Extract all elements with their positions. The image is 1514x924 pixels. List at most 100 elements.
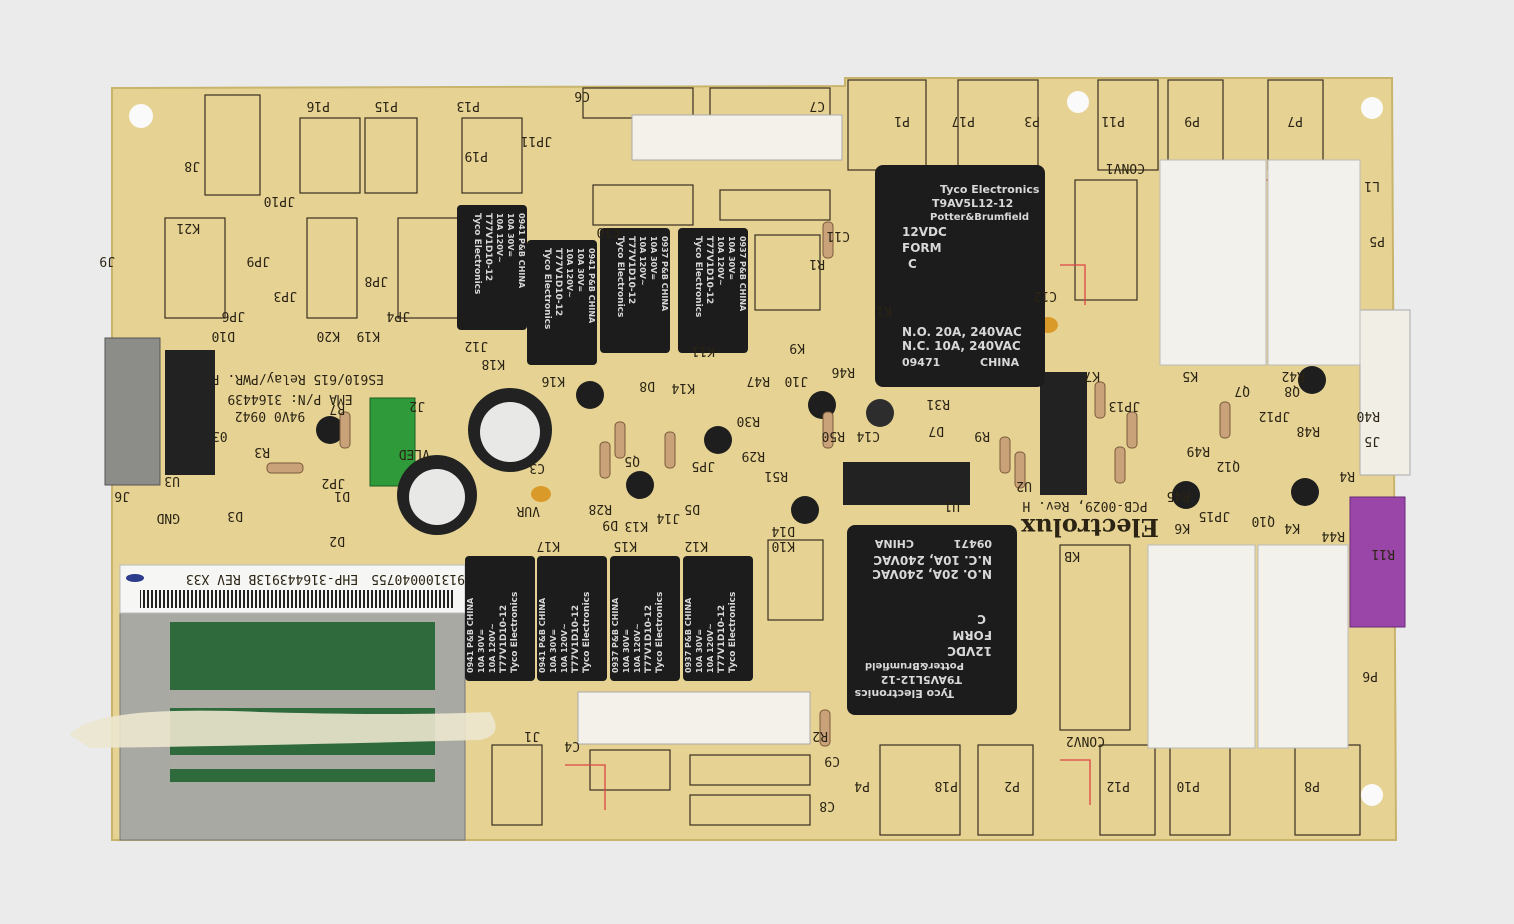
connector-right bbox=[1359, 309, 1411, 476]
small-relay-text: 0937 P&B CHINA bbox=[684, 597, 693, 673]
refdes-label: P19 bbox=[465, 148, 488, 163]
refdes-label: J10 bbox=[785, 373, 808, 388]
mount-hole bbox=[1361, 97, 1383, 119]
small-relay-text: Tyco Electronics bbox=[728, 592, 738, 673]
small-relay-text: 0941 P&B CHINA bbox=[517, 213, 526, 289]
small-relay-text: 10A 30V= bbox=[506, 213, 515, 257]
barcode-label: EHP-316443913B REV X33 3913100040755 bbox=[119, 564, 473, 614]
barcode-bar bbox=[451, 590, 453, 608]
refdes-label: R46 bbox=[832, 364, 855, 379]
small-relay-text: T77V1D10-12 bbox=[571, 605, 581, 673]
resistor bbox=[614, 421, 626, 459]
barcode-bar bbox=[299, 590, 301, 608]
refdes-label: R48 bbox=[1297, 423, 1320, 438]
refdes-label: JP3 bbox=[274, 288, 297, 303]
small-relay-text: Tyco Electronics bbox=[615, 236, 625, 317]
relay-brand: Potter&Brumfield bbox=[930, 212, 1029, 223]
relay-form-type: C bbox=[908, 257, 917, 271]
capacitor bbox=[468, 388, 552, 472]
barcode-bar bbox=[371, 590, 373, 608]
barcode-bar bbox=[211, 590, 213, 608]
refdes-label: U3 bbox=[164, 473, 180, 488]
barcode-bar bbox=[443, 590, 445, 608]
barcode-bar bbox=[307, 590, 309, 608]
refdes-label: JP5 bbox=[692, 458, 715, 473]
mount-hole bbox=[1067, 91, 1089, 113]
refdes-label: P4 bbox=[854, 778, 870, 793]
refdes-label: R2 bbox=[812, 728, 828, 743]
small-relay-text: 0937 P&B CHINA bbox=[738, 236, 747, 312]
date-code-text: 94V0 0942 bbox=[235, 408, 305, 423]
relay-coil: 12VDC bbox=[902, 225, 947, 239]
barcode-bar bbox=[159, 590, 161, 608]
ic-chip bbox=[165, 350, 215, 475]
refdes-label: Q12 bbox=[1217, 458, 1240, 473]
relay-maker: Tyco Electronics bbox=[854, 687, 954, 700]
refdes-label: C9 bbox=[824, 753, 840, 768]
refdes-label: K15 bbox=[614, 538, 637, 553]
part-number-text: EMA P/N: 3164439 bbox=[227, 391, 352, 406]
barcode-bar bbox=[363, 590, 365, 608]
refdes-label: K4 bbox=[1284, 520, 1300, 535]
board-rev-text: PCB-0029, Rev. H bbox=[1022, 498, 1147, 513]
refdes-label: J5 bbox=[1364, 433, 1380, 448]
refdes-label: C6 bbox=[574, 88, 590, 103]
barcode-bar bbox=[303, 590, 305, 608]
small-relay-text: 10A 30V= bbox=[649, 236, 658, 280]
refdes-label: P11 bbox=[1102, 113, 1125, 128]
barcode-bar bbox=[267, 590, 269, 608]
refdes-label: CONV1 bbox=[1106, 160, 1145, 175]
relay-origin: CHINA bbox=[980, 356, 1020, 369]
refdes-label: JP4 bbox=[386, 308, 410, 323]
refdes-label: P15 bbox=[375, 98, 398, 113]
barcode-bar bbox=[347, 590, 349, 608]
barcode-bar bbox=[203, 590, 205, 608]
barcode-bar bbox=[439, 590, 441, 608]
barcode-bar bbox=[407, 590, 409, 608]
ic-chip bbox=[843, 462, 970, 505]
relay-form: FORM bbox=[952, 628, 992, 642]
refdes-label: JP6 bbox=[222, 308, 245, 323]
refdes-label: K7 bbox=[1084, 368, 1100, 383]
small-relay-text: 10A 120V~ bbox=[565, 248, 574, 298]
refdes-label: P6 bbox=[1362, 668, 1378, 683]
refdes-label: KB bbox=[1064, 548, 1080, 563]
refdes-label: R45 bbox=[1167, 488, 1190, 503]
refdes-label: R47 bbox=[747, 373, 770, 388]
small-relay-text: T77V1D10-12 bbox=[704, 236, 714, 304]
barcode-bar bbox=[151, 590, 153, 608]
barcode-bar bbox=[215, 590, 217, 608]
refdes-label: Q8 bbox=[1284, 383, 1300, 398]
relay-form: FORM bbox=[902, 241, 942, 255]
small-relay-text: T77V1D10-12 bbox=[483, 213, 493, 281]
barcode-bar bbox=[283, 590, 285, 608]
barcode-bar bbox=[427, 590, 429, 608]
refdes-label: R28 bbox=[589, 501, 612, 516]
ic-chip bbox=[1040, 372, 1087, 495]
barcode-bar bbox=[263, 590, 265, 608]
barcode-bar bbox=[295, 590, 297, 608]
mount-hole bbox=[129, 104, 153, 128]
barcode-bar bbox=[259, 590, 261, 608]
barcode-bar bbox=[287, 590, 289, 608]
refdes-label: R51 bbox=[765, 468, 788, 483]
white-relays bbox=[1147, 159, 1361, 749]
refdes-label: D2 bbox=[329, 533, 345, 548]
relay-model: T9AV5L12-12 bbox=[881, 673, 962, 686]
refdes-label: P2 bbox=[1004, 778, 1020, 793]
refdes-label: K21 bbox=[177, 220, 200, 235]
barcode-bar bbox=[167, 590, 169, 608]
refdes-label: JP15 bbox=[1199, 508, 1230, 523]
small-relay-text: 10A 30V= bbox=[576, 248, 585, 292]
refdes-label: R30 bbox=[737, 413, 760, 428]
refdes-label: D9 bbox=[602, 517, 618, 532]
relay-nc-rating: N.C. 10A, 240VAC bbox=[873, 553, 992, 567]
small-relay-text: Tyco Electronics bbox=[472, 213, 482, 294]
small-relay-text: Tyco Electronics bbox=[542, 248, 552, 329]
refdes-label: C7 bbox=[809, 98, 825, 113]
small-relay-text: T77V1D10-12 bbox=[626, 236, 636, 304]
refdes-label: Q7 bbox=[1234, 383, 1250, 398]
relay-no-rating: N.O. 20A, 240VAC bbox=[902, 325, 1022, 339]
